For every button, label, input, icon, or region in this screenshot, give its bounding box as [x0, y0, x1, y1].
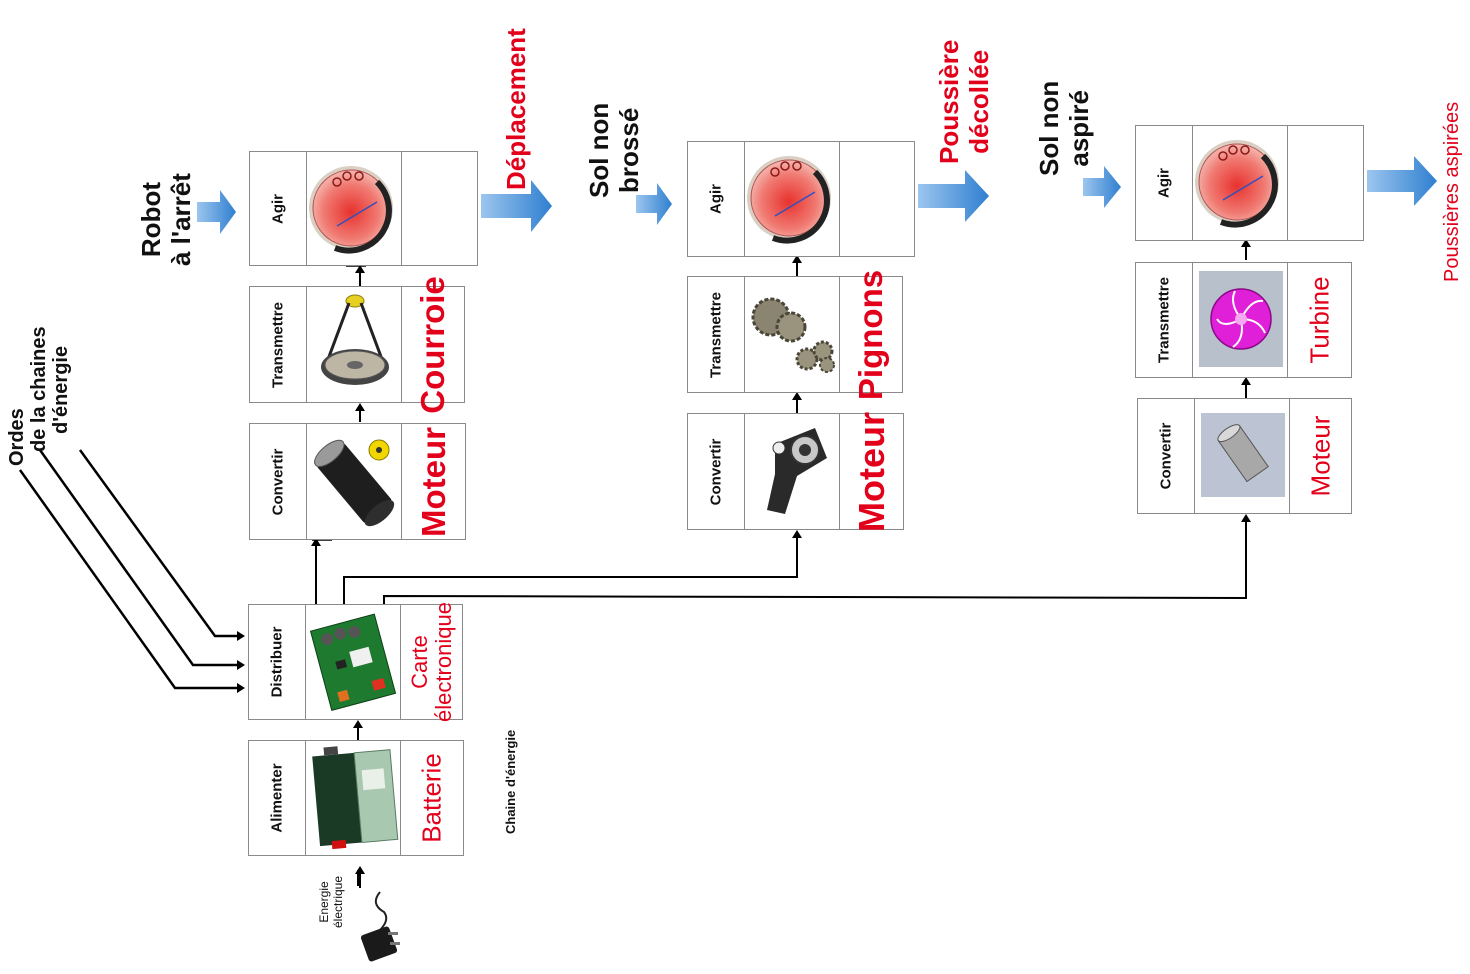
input-robot-arret-label: Robot à l'arrêt [136, 173, 196, 266]
component-label: Courroie [414, 275, 451, 414]
function-label: Agir [269, 193, 287, 224]
chain1-distribuer-block: Distribuer Carte électronique [248, 602, 463, 722]
label-line3: d'énergie [50, 345, 72, 434]
chain2-convertir-block: Convertir Moteur [687, 411, 904, 532]
label-line2: brossé [614, 107, 644, 193]
chain1-convertir-block: Convertir Moteur [249, 423, 466, 540]
label-line1: Poussière [934, 39, 964, 164]
function-label: Agir [707, 184, 725, 214]
component-label: Carte électronique [406, 602, 456, 722]
orders-label: Ordes de la chaines d'énergie [6, 326, 72, 466]
function-label: Transmettre [1155, 277, 1173, 363]
gears-image [751, 297, 835, 373]
turbine-image [1199, 271, 1283, 367]
component-label: Turbine [1304, 276, 1334, 364]
belt-pulley-image [321, 294, 389, 385]
blue-flow-arrows [197, 156, 1437, 234]
input-sol-aspire-label: Sol non aspiré [1034, 81, 1094, 176]
label-line1: Sol non [584, 102, 614, 198]
arrow-deplacement [481, 180, 552, 232]
chain3-convertir-block: Convertir Moteur [1137, 398, 1352, 514]
label-line2: de la chaines [28, 326, 50, 452]
chain2-transmettre-block: Transmettre Pignons [687, 269, 903, 400]
chain3-agir-block: Agir [1135, 125, 1364, 241]
function-label: Transmettre [269, 301, 287, 388]
chain1-alimenter-block: Alimenter Batterie [248, 740, 464, 856]
function-label: Convertir [707, 438, 725, 505]
function-label: Agir [1155, 168, 1173, 198]
function-label: Transmettre [707, 291, 725, 378]
label-line1: Sol non [1034, 80, 1064, 176]
chain3-transmettre-block: Transmettre Turbine [1135, 262, 1352, 378]
label-line1: Energie [317, 881, 331, 923]
chain1-arrows [311, 265, 365, 888]
motor-cylinder-image [1201, 413, 1285, 497]
arrow-poussieres-out [1367, 156, 1437, 206]
function-label: Convertir [1157, 422, 1175, 490]
dc-motor-image [314, 439, 395, 527]
circuit-board-image [309, 613, 397, 712]
function-label: Alimenter [268, 763, 286, 833]
output-poussiere-decollee-label: Poussière décollée [934, 40, 994, 164]
function-label: Distribuer [268, 626, 286, 698]
chain1-transmettre-block: Transmettre Courroie [249, 276, 465, 413]
component-label: Moteur [850, 411, 892, 532]
label-line1: Ordes [6, 408, 28, 466]
label-line2: à l'arrêt [166, 173, 196, 266]
distribution-lines [343, 514, 1251, 604]
arrow-sol-aspire-in [1083, 166, 1121, 208]
label-line2: électrique [331, 875, 345, 928]
component-label: Pignons [852, 269, 889, 400]
battery-image [312, 746, 399, 850]
component-label-line1: Carte [406, 635, 432, 689]
label-line1: Robot [136, 182, 166, 258]
component-label: Moteur [1305, 415, 1335, 497]
robot-vacuum-image [309, 166, 393, 254]
output-deplacement-label: Déplacement [501, 28, 531, 190]
function-label: Convertir [269, 448, 287, 515]
robot-vacuum-image [747, 156, 831, 244]
order-lines [18, 449, 245, 693]
robot-vacuum-image [1195, 140, 1279, 228]
arrow-poussiere-out [918, 170, 989, 222]
charger-adapter-icon [360, 891, 400, 962]
component-label: Batterie [416, 753, 447, 843]
energy-input-label: Energie électrique [317, 876, 345, 928]
chain1-agir-block: Agir [249, 151, 478, 266]
label-line2: aspiré [1064, 90, 1094, 167]
output-poussieres-aspirees-label: Poussières aspirées [1441, 101, 1463, 282]
geared-motor-image [767, 428, 827, 514]
arrow-sol-brosse-in [636, 183, 672, 225]
component-label-line2: électronique [430, 602, 456, 722]
arrow-robot-in [197, 190, 236, 234]
input-sol-brosse-label: Sol non brossé [584, 103, 644, 198]
component-label: Moteur [414, 426, 452, 537]
label-line2: décollée [964, 49, 994, 154]
chain2-agir-block: Agir [687, 141, 915, 257]
chain-title-label: Chaine d'énergie [503, 729, 518, 834]
